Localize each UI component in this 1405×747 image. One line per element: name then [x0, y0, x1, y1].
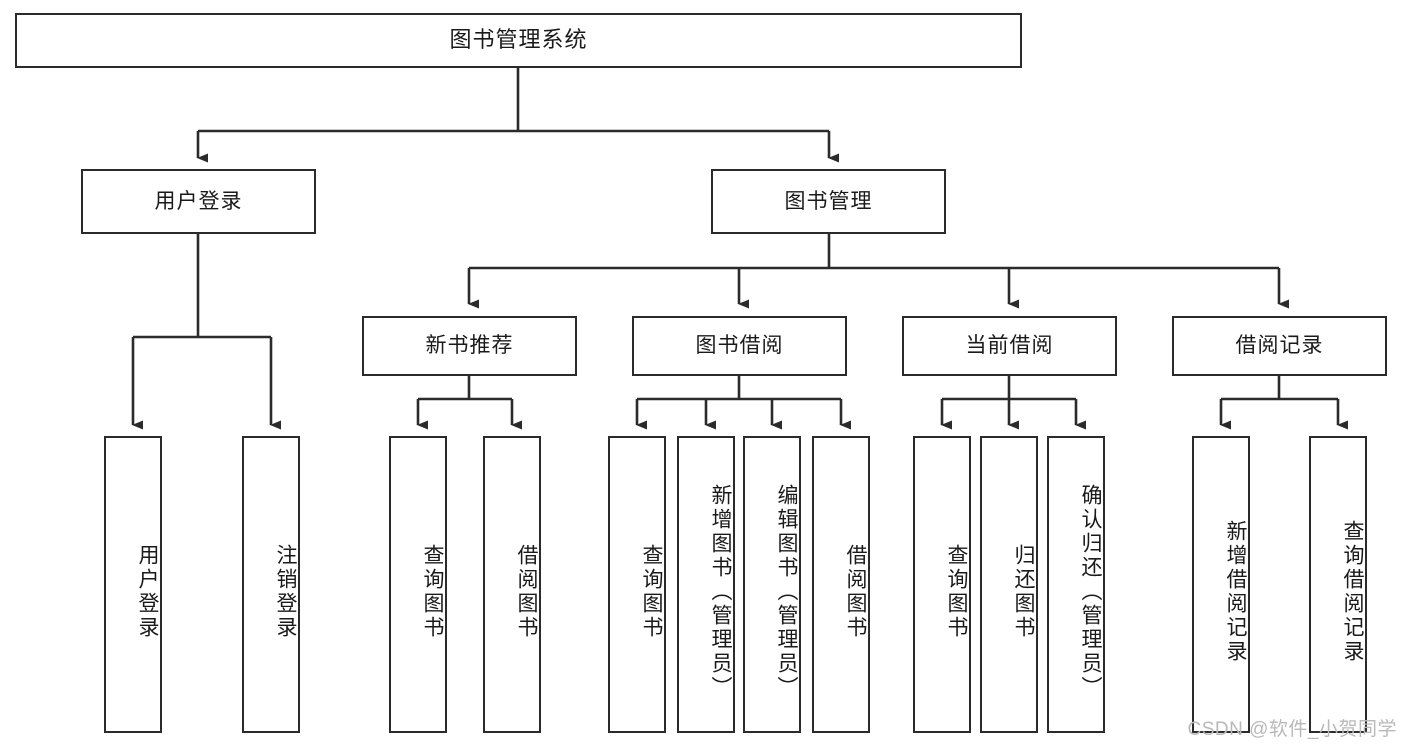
- node-book-borrow[interactable]: 图书借阅: [632, 316, 847, 376]
- node-leaf-query-borrow-record[interactable]: 查询借阅记录: [1309, 436, 1367, 733]
- node-leaf-borrow-books-new[interactable]: 借阅图书: [483, 436, 541, 733]
- node-label: 归还图书: [1012, 543, 1035, 640]
- node-leaf-confirm-return-admin[interactable]: 确认归还（管理员）: [1047, 436, 1105, 733]
- node-label: 查询图书: [640, 543, 663, 640]
- node-label: 查询图书: [421, 543, 444, 640]
- node-leaf-query-books-borrow[interactable]: 查询图书: [608, 436, 666, 733]
- node-leaf-return-books[interactable]: 归还图书: [980, 436, 1038, 733]
- node-label: 查询借阅记录: [1341, 519, 1364, 664]
- node-label: 图书借阅: [695, 334, 784, 358]
- node-label: 查询图书: [945, 543, 968, 640]
- node-label: 新书推荐: [425, 334, 514, 358]
- node-label: 注销登录: [274, 543, 297, 640]
- node-user-login[interactable]: 用户登录: [81, 169, 316, 234]
- node-leaf-edit-book-admin[interactable]: 编辑图书（管理员）: [743, 436, 801, 733]
- node-label: 借阅图书: [844, 543, 867, 640]
- node-new-book-recommendation[interactable]: 新书推荐: [362, 316, 577, 376]
- node-leaf-query-books-current[interactable]: 查询图书: [913, 436, 971, 733]
- node-label: 图书管理系统: [449, 27, 588, 53]
- node-book-management[interactable]: 图书管理: [711, 169, 946, 234]
- node-root-system[interactable]: 图书管理系统: [15, 13, 1022, 68]
- node-leaf-user-login[interactable]: 用户登录: [104, 436, 162, 733]
- node-leaf-add-borrow-record[interactable]: 新增借阅记录: [1192, 436, 1250, 733]
- node-current-borrow[interactable]: 当前借阅: [902, 316, 1117, 376]
- node-label: 用户登录: [136, 543, 159, 640]
- node-leaf-borrow-books[interactable]: 借阅图书: [812, 436, 870, 733]
- node-label: 图书管理: [784, 189, 873, 213]
- node-label: 编辑图书（管理员）: [775, 483, 798, 700]
- node-label: 借阅图书: [515, 543, 538, 640]
- node-label: 用户登录: [154, 189, 243, 213]
- node-label: 当前借阅: [965, 334, 1054, 358]
- node-leaf-logout[interactable]: 注销登录: [242, 436, 300, 733]
- node-label: 确认归还（管理员）: [1079, 483, 1102, 700]
- node-leaf-query-books-new[interactable]: 查询图书: [389, 436, 447, 733]
- node-leaf-add-book-admin[interactable]: 新增图书（管理员）: [677, 436, 735, 733]
- watermark: CSDN @软件_小贺同学: [1187, 719, 1397, 740]
- node-label: 借阅记录: [1235, 334, 1324, 358]
- node-borrow-records[interactable]: 借阅记录: [1172, 316, 1387, 376]
- node-label: 新增借阅记录: [1224, 519, 1247, 664]
- node-label: 新增图书（管理员）: [709, 483, 732, 700]
